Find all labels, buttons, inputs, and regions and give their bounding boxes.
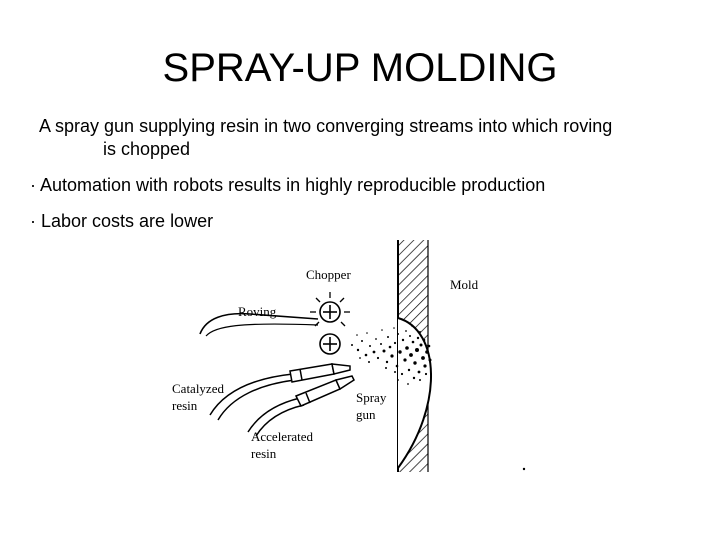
feed-roller [319,333,341,355]
label-accelerated-resin: resin [251,446,277,461]
spray-up-diagram: Chopper Mold Roving Catalyzed resin Spra… [172,240,526,472]
catalyzed-spray-nozzle [289,363,351,383]
label-spray: Spray [356,390,387,405]
sprayed-layer [397,317,432,469]
intro-text: A spray gun supplying resin in two conve… [36,115,696,161]
stray-mark [522,467,526,471]
intro-line-1: A spray gun supplying resin in two conve… [39,116,613,136]
label-catalyzed: Catalyzed [172,381,224,396]
label-mold: Mold [450,277,479,292]
catalyzed-resin-hose [209,373,294,416]
slide-title: SPRAY-UP MOLDING [162,46,558,90]
accelerated-resin-hose [247,397,301,433]
spray-cloud [351,325,432,385]
bullet-automation: · Automation with robots results in high… [30,175,546,195]
label-catalyzed-resin: resin [172,398,198,413]
roving-strand [199,312,319,335]
label-accelerated: Accelerated [251,429,314,444]
accelerated-spray-nozzle [294,375,355,407]
label-roving: Roving [238,304,277,319]
chopper-wheel [310,292,350,327]
intro-line-2: is chopped [103,139,191,159]
bullet-labor-costs: · Labor costs are lower [30,211,214,231]
label-spray-gun: gun [356,407,376,422]
label-chopper: Chopper [306,267,351,282]
